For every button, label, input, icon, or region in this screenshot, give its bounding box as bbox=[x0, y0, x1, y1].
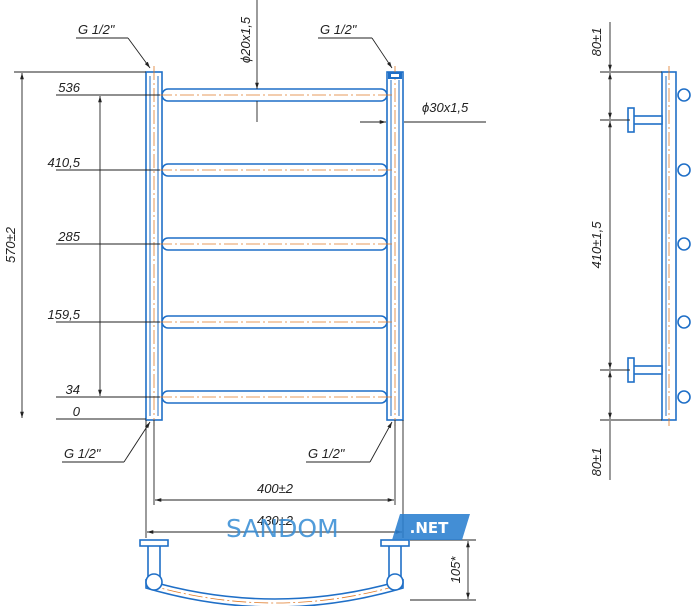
axis-width-label: 400±2 bbox=[257, 481, 294, 496]
rung-2 bbox=[158, 163, 392, 177]
right-riser bbox=[386, 66, 404, 426]
thread-bottom-left-label: G 1/2" bbox=[64, 446, 102, 461]
depth-label: 105* bbox=[448, 556, 463, 584]
level-label-0: 0 bbox=[73, 404, 81, 419]
thread-top-left-label: G 1/2" bbox=[78, 22, 116, 37]
total-height-label: 570±2 bbox=[3, 226, 18, 263]
riser-diameter-label: ϕ30x1,5 bbox=[422, 100, 469, 115]
level-label-285: 285 bbox=[57, 229, 80, 244]
watermark-badge bbox=[392, 514, 470, 540]
rung-5 bbox=[158, 390, 392, 404]
rung-diameter-label: ϕ20x1,5 bbox=[238, 16, 253, 63]
level-label-536: 536 bbox=[58, 80, 80, 95]
front-view: 536 410,5 285 159,5 34 0 570±2 ϕ20x1,5 ϕ… bbox=[3, 0, 486, 538]
side-view: 80±1 410±1,5 80±1 bbox=[589, 22, 691, 480]
mount-spacing-label: 410±1,5 bbox=[589, 221, 604, 269]
thread-top-right-label: G 1/2" bbox=[320, 22, 358, 37]
watermark: SANDOM .NET bbox=[226, 514, 470, 543]
level-extension-lines bbox=[14, 71, 160, 420]
level-label-159-5: 159,5 bbox=[47, 307, 80, 322]
rung-1 bbox=[158, 88, 392, 102]
rung-4 bbox=[158, 315, 392, 329]
level-label-410-5: 410,5 bbox=[47, 155, 80, 170]
left-riser bbox=[145, 66, 163, 426]
watermark-suffix: .NET bbox=[410, 519, 449, 537]
bottom-offset-label: 80±1 bbox=[589, 448, 604, 477]
overall-width-label: 430±2 bbox=[257, 513, 294, 528]
top-view: 105* bbox=[139, 539, 476, 606]
rung-3 bbox=[158, 237, 392, 251]
thread-bottom-right-label: G 1/2" bbox=[308, 446, 346, 461]
watermark-brand: SANDOM bbox=[226, 514, 339, 543]
top-offset-label: 80±1 bbox=[589, 28, 604, 57]
level-label-34: 34 bbox=[66, 382, 80, 397]
